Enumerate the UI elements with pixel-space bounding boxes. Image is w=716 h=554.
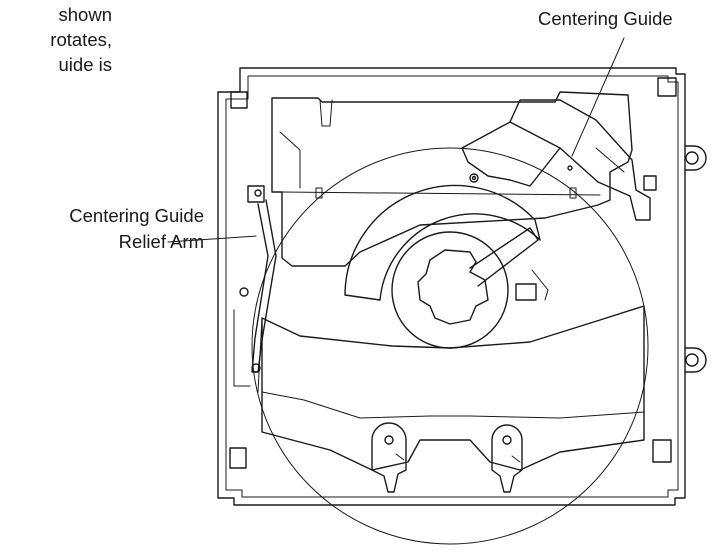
centering-guide-part <box>461 99 657 221</box>
leader-relief-arm <box>167 235 257 243</box>
label-centering-guide: Centering Guide <box>538 8 673 29</box>
caption-line-2: rotates, <box>50 29 112 50</box>
lower-plate <box>257 305 645 493</box>
turntable-assembly <box>251 147 649 545</box>
caption-line-3: uide is <box>58 54 112 75</box>
disc-outline <box>251 147 649 545</box>
upper-plate <box>271 91 633 267</box>
relief-arm-part <box>233 185 277 387</box>
label-relief-arm-line-2: Relief Arm <box>118 231 204 252</box>
label-centering-guide-relief-arm: Centering Guide Relief Arm <box>0 203 204 255</box>
caption-fragment: shown rotates, uide is <box>0 2 112 77</box>
chassis-frame <box>217 67 707 506</box>
caption-line-1: shown <box>58 4 112 25</box>
label-relief-arm-line-1: Centering Guide <box>69 205 204 226</box>
leader-centering-guide <box>571 37 625 157</box>
